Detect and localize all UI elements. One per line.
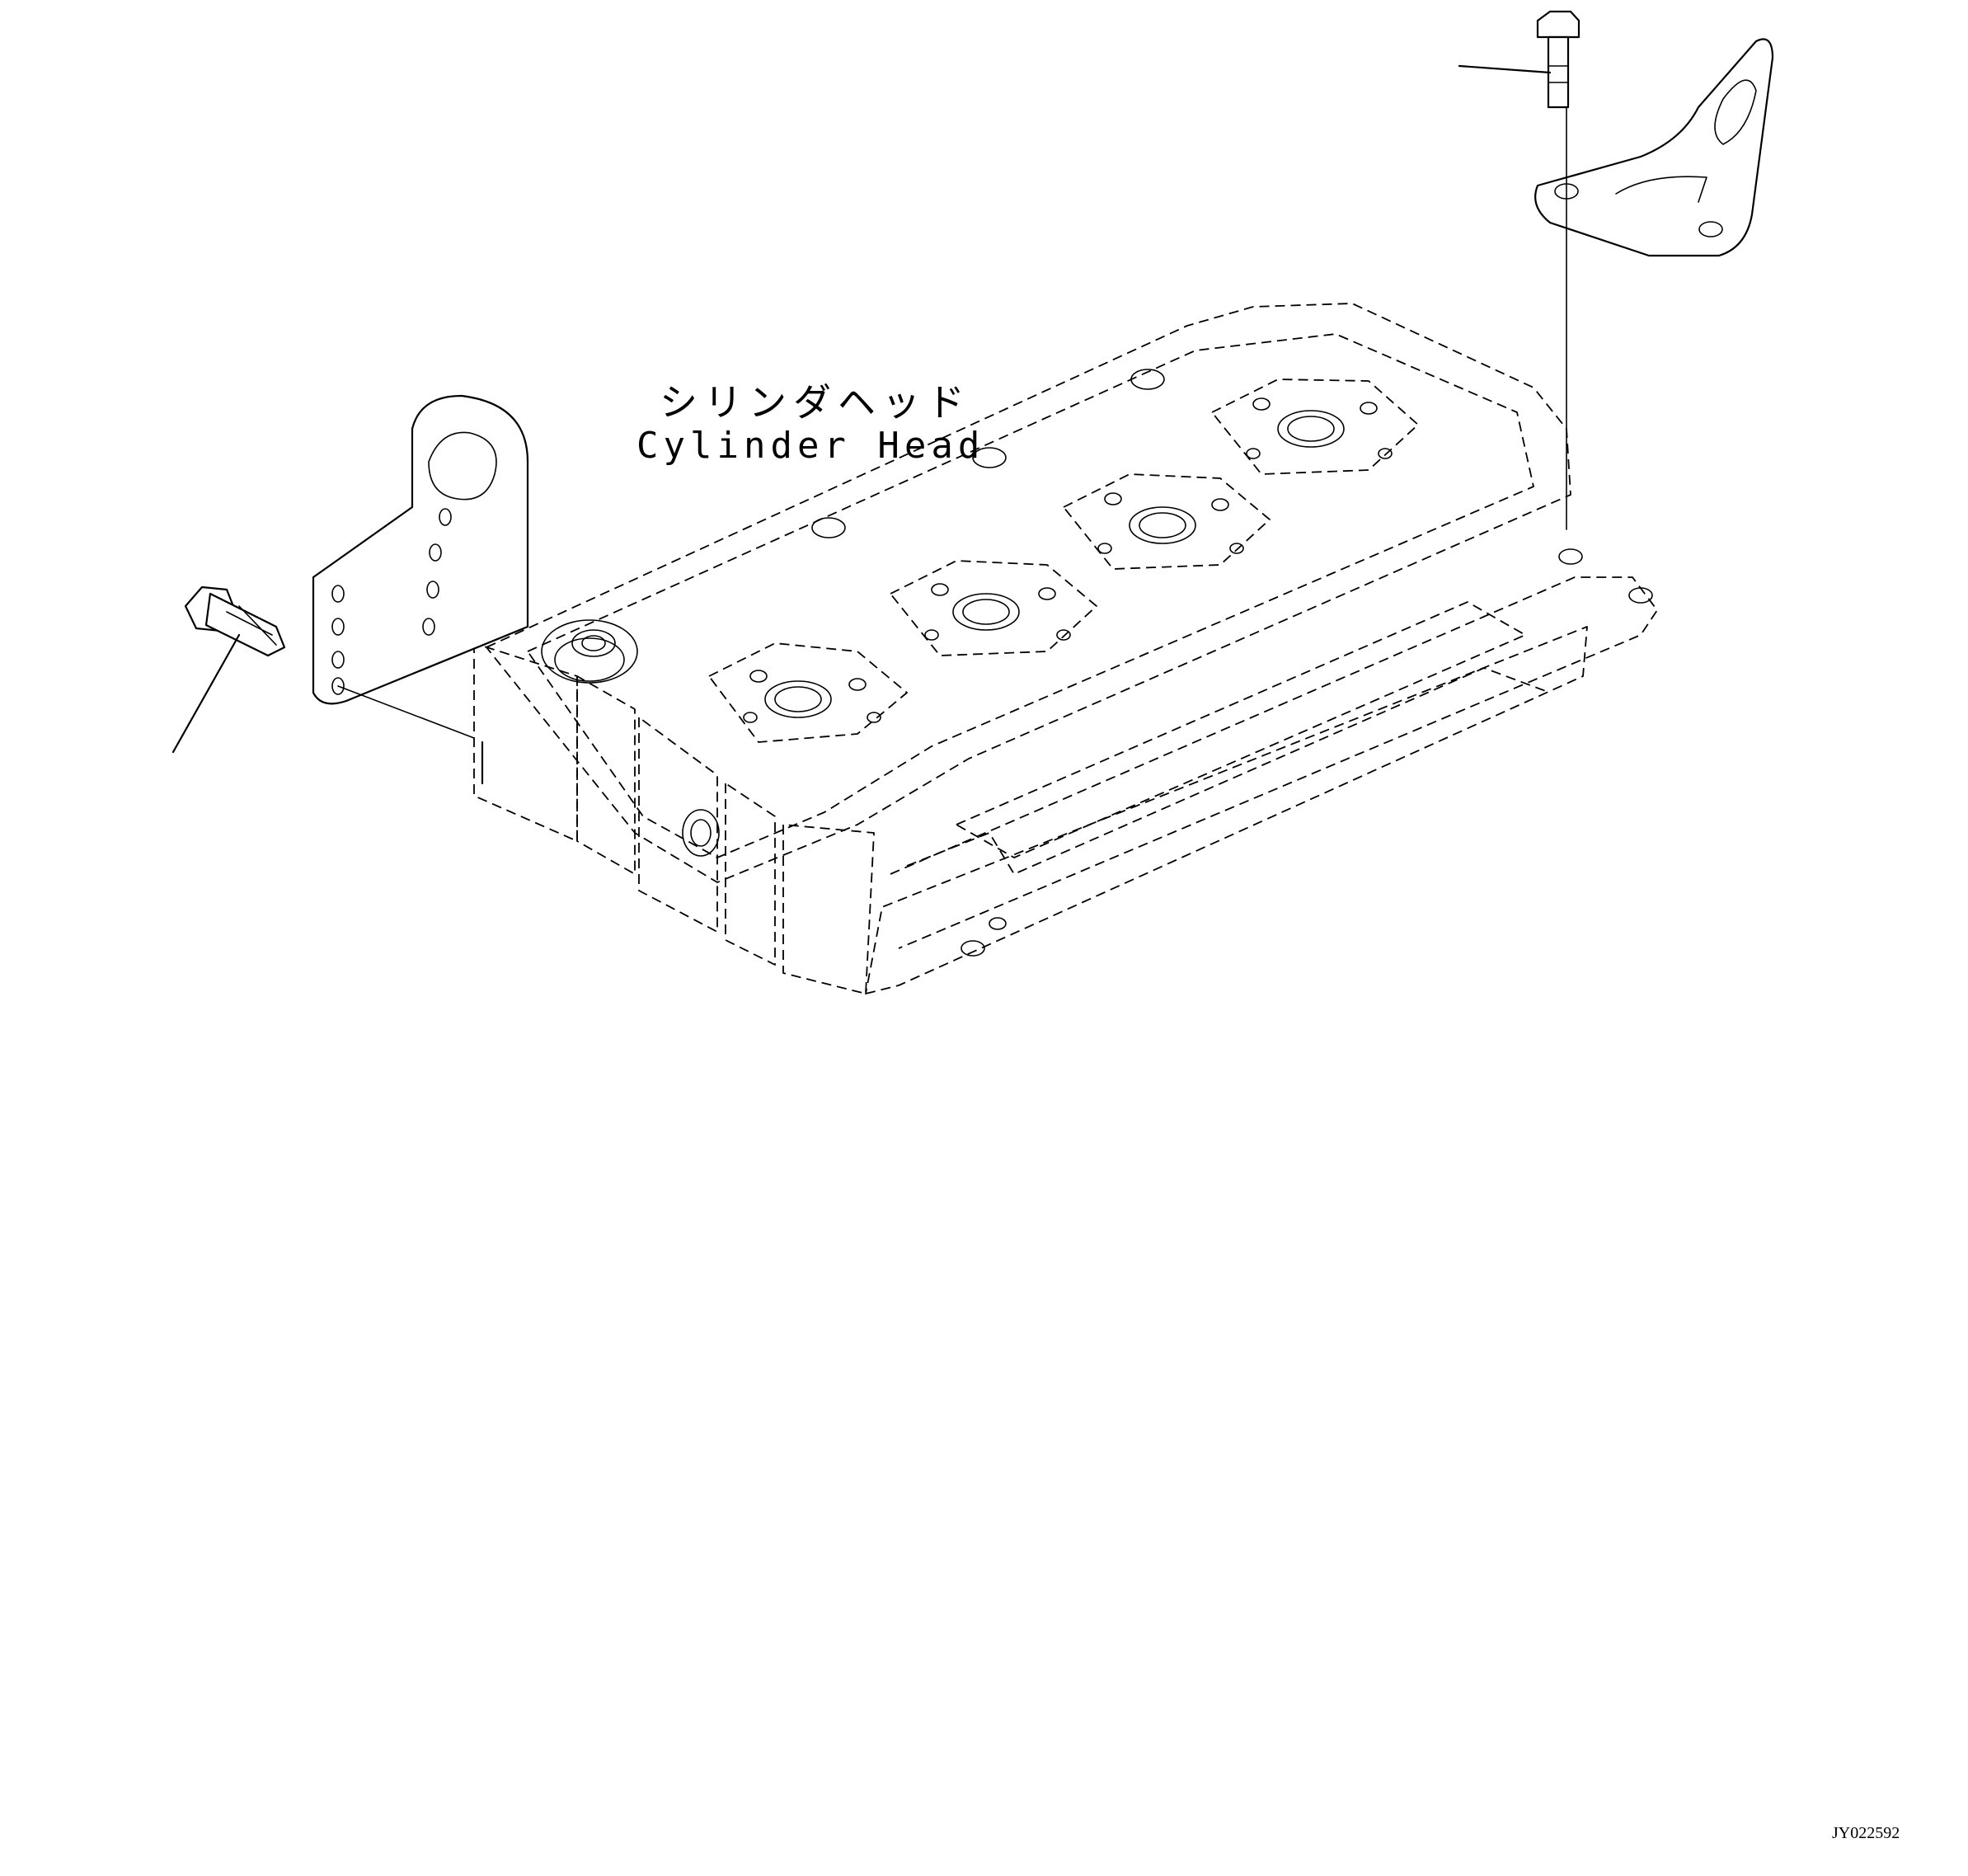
right-bolt: [1536, 10, 1581, 109]
cylinder-2: [890, 560, 1097, 656]
flange-holes: [961, 548, 1653, 957]
part-label-japanese: シリンダヘッド: [660, 380, 971, 425]
left-lifting-bracket: [312, 394, 529, 705]
cylinder-4: [1211, 378, 1419, 475]
leader-lines: [171, 64, 1552, 754]
left-bolt: [184, 585, 286, 657]
cylinder-1: [708, 642, 908, 743]
figure-id: JY022592: [1832, 1824, 1900, 1842]
part-label-english: Cylinder Head: [636, 425, 985, 467]
right-lifting-bracket: [1534, 38, 1774, 257]
valve-cavities: [541, 369, 1419, 743]
cylinder-3: [1063, 473, 1271, 570]
assembly-guides: [337, 106, 1567, 739]
cylinder-head: [473, 303, 1658, 994]
